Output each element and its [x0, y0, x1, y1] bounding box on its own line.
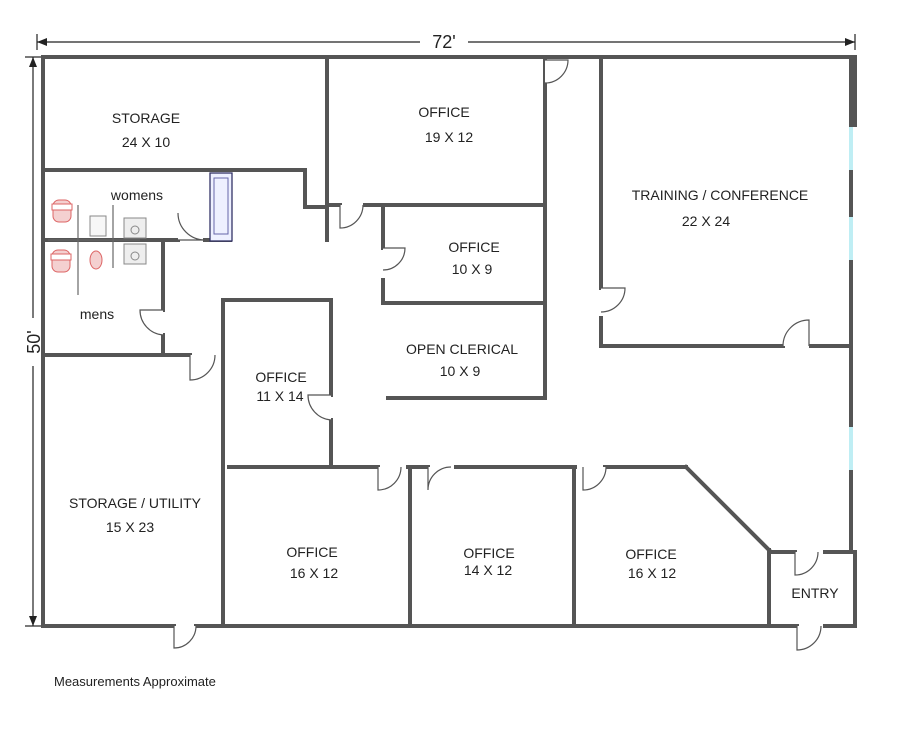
room-office-11x14-name: OFFICE: [255, 369, 306, 385]
height-dimension: 50': [24, 56, 44, 627]
restroom-womens-label: womens: [110, 187, 163, 203]
room-office-19x12-size: 19 X 12: [425, 129, 473, 145]
room-labels: STORAGE 24 X 10 OFFICE 19 X 12 TRAINING …: [69, 104, 839, 601]
room-office-11x14-size: 11 X 14: [256, 388, 303, 404]
room-office-16x12-a-name: OFFICE: [286, 544, 337, 560]
room-office-14x12-name: OFFICE: [463, 545, 514, 561]
room-office-16x12-b-size: 16 X 12: [628, 565, 676, 581]
room-office-19x12-name: OFFICE: [418, 104, 469, 120]
room-training-name: TRAINING / CONFERENCE: [632, 187, 809, 203]
walls: [41, 55, 857, 628]
room-storage-utility-name: STORAGE / UTILITY: [69, 495, 202, 511]
room-office-10x9-name: OFFICE: [448, 239, 499, 255]
measurements-note: Measurements Approximate: [54, 674, 216, 689]
height-label: 50': [24, 330, 44, 353]
entry-label: ENTRY: [791, 585, 839, 601]
room-open-clerical-name: OPEN CLERICAL: [406, 341, 518, 357]
room-storage-utility-size: 15 X 23: [106, 519, 154, 535]
width-label: 72': [432, 32, 455, 52]
room-office-16x12-a-size: 16 X 12: [290, 565, 338, 581]
room-open-clerical-size: 10 X 9: [440, 363, 481, 379]
restroom-mens-label: mens: [80, 306, 114, 322]
room-training-size: 22 X 24: [682, 213, 730, 229]
room-office-16x12-b-name: OFFICE: [625, 546, 676, 562]
restroom-fixtures: [48, 172, 233, 295]
room-storage-size: 24 X 10: [122, 134, 170, 150]
room-storage-name: STORAGE: [112, 110, 180, 126]
room-office-10x9-size: 10 X 9: [452, 261, 493, 277]
doors: [139, 59, 822, 651]
width-dimension: 72': [36, 32, 856, 52]
room-office-14x12-size: 14 X 12: [464, 562, 512, 578]
